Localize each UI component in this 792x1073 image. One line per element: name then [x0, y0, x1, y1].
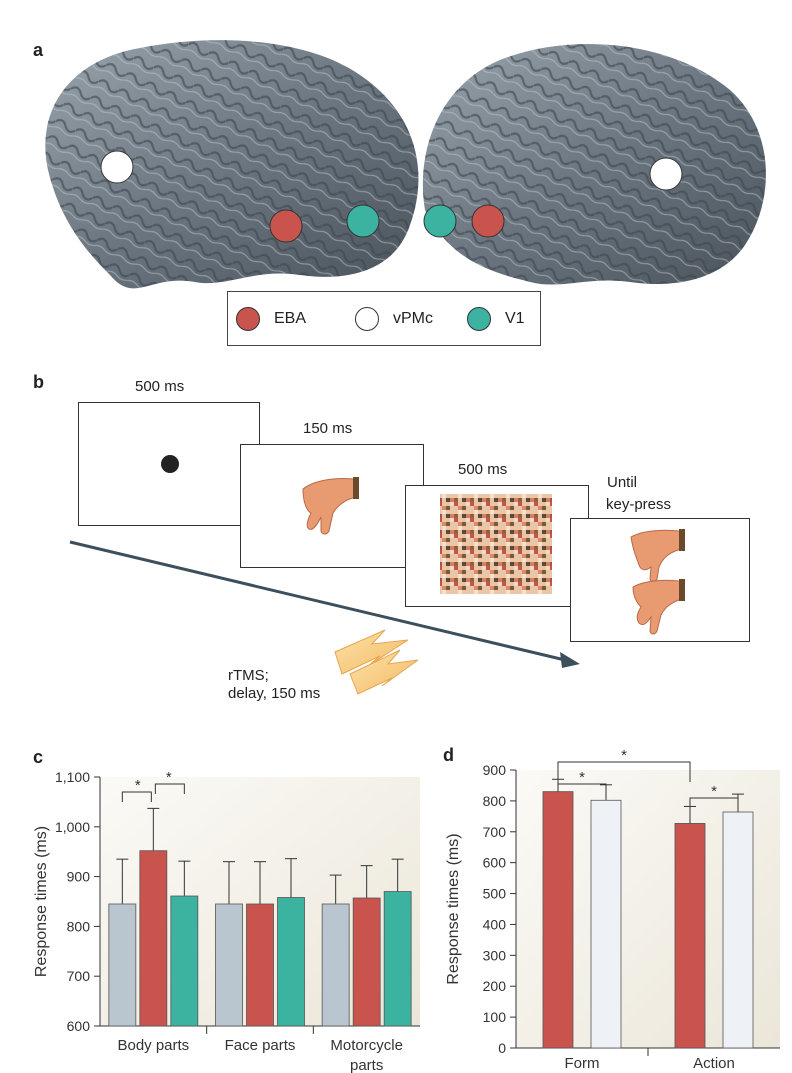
y-tick-label: 1,000	[55, 819, 90, 835]
y-tick-label: 800	[483, 793, 507, 809]
category-label: Form	[565, 1055, 600, 1072]
bar	[277, 897, 305, 1027]
fixation-frame	[78, 402, 260, 526]
left-hemisphere	[45, 40, 419, 289]
bar	[542, 791, 574, 1049]
y-tick-label: 900	[483, 762, 507, 778]
y-tick-label: 900	[67, 869, 91, 885]
legend-item-eba: EBA	[236, 307, 306, 331]
lightning-icon	[334, 629, 419, 695]
bar	[722, 811, 754, 1049]
y-axis-label: Response times (ms)	[445, 833, 462, 984]
stimulus-frame	[240, 444, 424, 568]
bar	[383, 891, 412, 1027]
legend-item-vpmc: vPMc	[355, 307, 433, 331]
y-tick-label: 600	[483, 855, 507, 871]
frame4-duration-line2: key-press	[606, 496, 672, 513]
vpmc-swatch	[355, 307, 379, 331]
y-tick-label: 300	[483, 947, 507, 963]
bar	[321, 903, 350, 1027]
eba-swatch	[236, 307, 260, 331]
category-label: Body parts	[117, 1037, 189, 1054]
significance-bracket	[557, 761, 691, 782]
category-label: Action	[693, 1055, 735, 1072]
significance-marker: *	[621, 747, 627, 764]
y-tick-label: 700	[483, 824, 507, 840]
category-label: Motorcycle	[330, 1037, 403, 1054]
brain-illustrations	[45, 40, 766, 289]
response-frame	[570, 518, 750, 642]
legend-label: V1	[505, 310, 525, 327]
y-tick-label: 400	[483, 916, 507, 932]
y-tick-label: 700	[67, 968, 91, 984]
rtms-label-line2: delay, 150 ms	[228, 685, 321, 702]
category-label: parts	[350, 1057, 383, 1073]
bar	[215, 903, 243, 1027]
legend-label: EBA	[274, 310, 307, 327]
noise-mask-image	[440, 494, 552, 594]
vpmc-marker-left	[100, 150, 134, 184]
significance-bracket	[121, 791, 152, 802]
panel-label-b: b	[33, 372, 44, 392]
y-axis-label: Response times (ms)	[33, 826, 50, 977]
fixation-dot	[161, 455, 179, 473]
frame4-duration-line1: Until	[607, 474, 638, 491]
bar	[139, 850, 168, 1027]
significance-marker: *	[135, 777, 141, 794]
significance-marker: *	[711, 783, 717, 800]
time-arrow	[69, 540, 580, 668]
hand-choice-images	[630, 529, 685, 635]
bar	[674, 823, 706, 1049]
v1-marker-right	[423, 204, 457, 238]
category-label: Face parts	[225, 1037, 296, 1054]
hand-stimulus-image	[302, 477, 359, 535]
legend: EBA vPMc V1	[227, 291, 541, 346]
frame1-duration: 500 ms	[135, 378, 185, 395]
significance-marker: *	[579, 769, 585, 786]
eba-marker-right	[471, 204, 505, 238]
v1-swatch	[467, 307, 491, 331]
frame2-duration: 150 ms	[303, 420, 353, 437]
right-hemisphere	[422, 44, 766, 285]
bar	[352, 897, 381, 1027]
bar	[246, 903, 274, 1027]
frame3-duration: 500 ms	[458, 461, 508, 478]
significance-bracket	[689, 797, 739, 808]
y-tick-label: 800	[67, 918, 91, 934]
y-tick-label: 0	[498, 1040, 506, 1056]
significance-marker: *	[166, 769, 172, 786]
bar	[590, 799, 622, 1049]
panel-label-c: c	[33, 747, 44, 767]
y-tick-label: 600	[67, 1018, 91, 1034]
legend-label: vPMc	[393, 310, 433, 327]
significance-bracket	[154, 783, 185, 794]
rtms-label-line1: rTMS;	[228, 667, 269, 684]
y-tick-label: 100	[483, 1009, 507, 1025]
y-tick-label: 200	[483, 978, 507, 994]
panel-label-a: a	[33, 40, 44, 60]
legend-item-v1: V1	[467, 307, 525, 331]
v1-marker-left	[346, 204, 380, 238]
y-tick-label: 1,100	[55, 769, 90, 785]
bar	[170, 895, 199, 1027]
mask-frame	[405, 485, 589, 607]
bar	[108, 903, 137, 1027]
vpmc-marker-right	[649, 157, 683, 191]
y-tick-label: 500	[483, 886, 507, 902]
panel-label-d: d	[443, 745, 454, 765]
eba-marker-left	[269, 209, 303, 243]
significance-bracket	[558, 783, 607, 794]
